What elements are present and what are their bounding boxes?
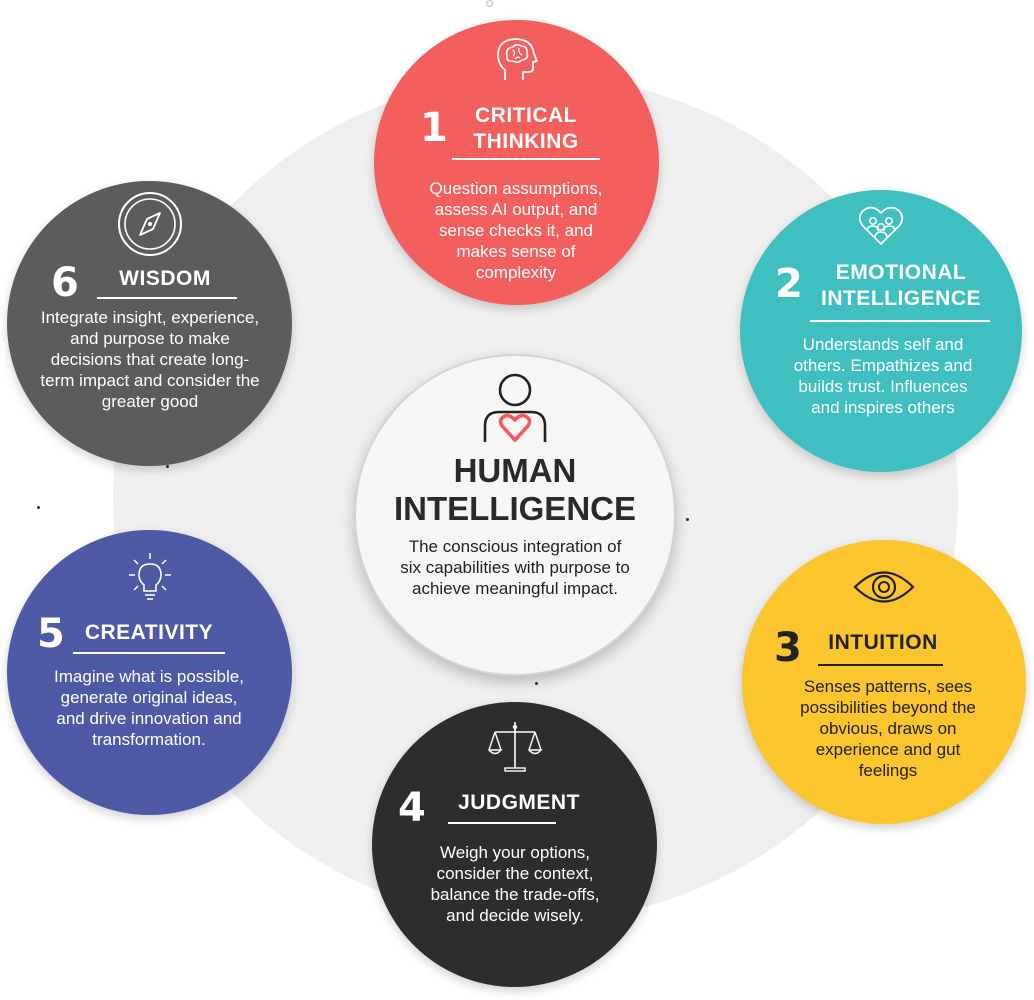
capability-number: 1 [420, 105, 448, 151]
center-description: The conscious integration of six capabil… [400, 537, 630, 598]
critical-thinking-circle: 1 CRITICAL THINKING Question assumptions… [374, 20, 659, 305]
people-heart-icon [857, 204, 905, 248]
eye-icon [853, 566, 915, 608]
title-line1: EMOTIONAL [835, 261, 967, 284]
center-title-line1: HUMAN [453, 452, 577, 489]
center-title-line2: INTELLIGENCE [393, 490, 636, 527]
wisdom-circle: 6 WISDOM Integrate insight, experience, … [7, 181, 292, 466]
capability-number: 4 [398, 785, 426, 831]
title-line1: WISDOM [119, 267, 211, 290]
title-line2: INTELLIGENCE [820, 287, 981, 310]
title-line1: CRITICAL [475, 104, 577, 127]
capability-description: Imagine what is possible, generate origi… [54, 667, 244, 749]
title-line2: THINKING [473, 130, 579, 153]
compass-icon [117, 191, 183, 257]
decor-dot [686, 518, 689, 521]
emotional-intelligence-circle: 2 EMOTIONAL INTELLIGENCE Understands sel… [740, 190, 1022, 472]
decor-dot [166, 465, 169, 468]
title-line1: INTUITION [828, 631, 938, 654]
creativity-circle: 5 CREATIVITY Imagine what is possible, g… [7, 530, 292, 815]
person-heart-icon [479, 370, 551, 446]
capability-title: WISDOM [95, 266, 235, 292]
capability-title: CRITICAL THINKING [452, 103, 600, 155]
title-underline [73, 652, 225, 654]
decor-dot [486, 0, 493, 7]
human-intelligence-circle: HUMAN INTELLIGENCE The conscious integra… [354, 354, 676, 676]
scales-icon [486, 720, 543, 774]
capability-title: JUDGMENT [446, 790, 592, 816]
decor-dot [535, 682, 538, 685]
lightbulb-icon [127, 552, 173, 604]
capability-description: Senses patterns, sees possibilities beyo… [800, 677, 976, 780]
brain-head-icon [495, 36, 539, 84]
title-underline [452, 158, 600, 160]
title-underline [448, 822, 556, 824]
judgment-circle: 4 JUDGMENT Weigh your options, consider … [372, 702, 657, 987]
capability-description: Question assumptions, assess AI output, … [429, 179, 603, 282]
title-underline [818, 664, 943, 666]
capability-title: CREATIVITY [73, 620, 225, 646]
capability-description: Integrate insight, experience, and purpo… [40, 308, 260, 411]
capability-title: EMOTIONAL INTELLIGENCE [808, 260, 994, 312]
capability-description: Understands self and others. Empathizes … [793, 335, 973, 417]
decor-dot [37, 506, 40, 509]
title-line1: CREATIVITY [84, 621, 214, 644]
intuition-circle: 3 INTUITION Senses patterns, sees possib… [742, 540, 1026, 824]
capability-number: 3 [774, 625, 802, 671]
capability-description: Weigh your options, consider the context… [430, 843, 600, 925]
capability-number: 6 [51, 260, 79, 306]
capability-title: INTUITION [818, 630, 948, 656]
title-underline [810, 320, 990, 322]
capability-number: 5 [37, 611, 65, 657]
capability-number: 2 [775, 261, 803, 307]
title-underline [97, 297, 237, 299]
title-line1: JUDGMENT [458, 791, 580, 814]
